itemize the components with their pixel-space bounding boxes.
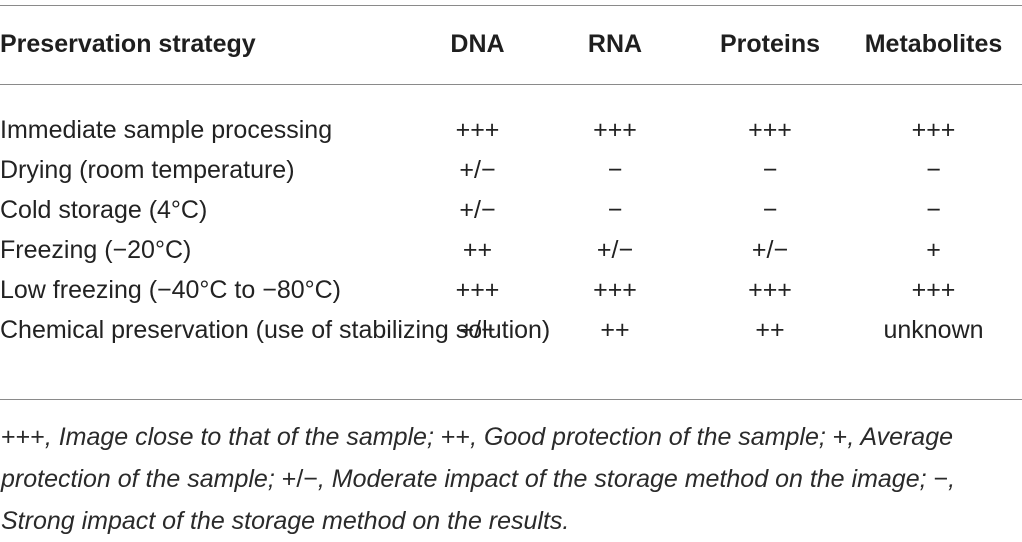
rna-cell: +/− xyxy=(596,236,634,264)
footnote-symbol: +++ xyxy=(1,423,45,451)
header-rna: RNA xyxy=(587,30,643,58)
rna-cell: +++ xyxy=(593,276,637,304)
footnote-text: , Strong impact of the storage method on… xyxy=(1,465,956,535)
table-row: Freezing (−20°C) ++ +/− +/− + xyxy=(0,230,1022,270)
table-row: Cold storage (4°C) +/− − − − xyxy=(0,190,1022,230)
strategy-cell: Low freezing (−40°C to −80°C) xyxy=(0,276,342,304)
footnote-symbol: + xyxy=(832,423,848,451)
metabolites-cell: +++ xyxy=(911,276,956,304)
metabolites-cell: − xyxy=(926,196,941,224)
proteins-cell: ++ xyxy=(755,316,785,344)
header-dna: DNA xyxy=(450,30,505,58)
footnote-text: , Moderate impact of the storage method … xyxy=(317,465,934,493)
metabolites-cell: unknown xyxy=(883,316,984,344)
strategy-cell: Cold storage (4°C) xyxy=(0,196,208,224)
dna-cell: ++ xyxy=(462,236,493,264)
rna-cell: − xyxy=(607,156,623,184)
header-strategy: Preservation strategy xyxy=(0,30,256,58)
table-row: Immediate sample processing +++ +++ +++ … xyxy=(0,110,1022,150)
footnote-symbol: − xyxy=(933,465,949,493)
header-proteins: Proteins xyxy=(719,30,821,58)
proteins-cell: +++ xyxy=(748,116,792,144)
metabolites-cell: − xyxy=(926,156,941,184)
table-footnote: +++, Image close to that of the sample; … xyxy=(1,416,1019,542)
metabolites-cell: +++ xyxy=(911,116,956,144)
dna-cell: +++ xyxy=(455,116,500,144)
top-rule xyxy=(0,5,1022,6)
footnote-text: , Good protection of the sample; xyxy=(470,423,833,451)
header-rule xyxy=(0,84,1022,85)
rna-cell: − xyxy=(607,196,623,224)
spacer-cell xyxy=(0,86,1022,110)
footnote-text: , Image close to that of the sample; xyxy=(44,423,441,451)
proteins-cell: +++ xyxy=(748,276,792,304)
dna-cell: +/− xyxy=(459,156,496,184)
rna-cell: ++ xyxy=(600,316,630,344)
strategy-cell: Immediate sample processing xyxy=(0,116,333,144)
strategy-cell: Freezing (−20°C) xyxy=(0,236,192,264)
table-header-row: Preservation strategy DNA RNA Proteins M… xyxy=(0,0,1022,86)
rna-cell: +++ xyxy=(593,116,637,144)
dna-cell: +++ xyxy=(455,276,500,304)
footnote-text: , Average protection of the sample; xyxy=(1,423,954,493)
metabolites-cell: + xyxy=(926,236,941,264)
footnote-symbol: ++ xyxy=(440,423,471,451)
table-row: Low freezing (−40°C to −80°C) +++ +++ ++… xyxy=(0,270,1022,310)
strategy-cell: Chemical preservation (use of stabilizin… xyxy=(0,316,551,344)
strategy-cell: Drying (room temperature) xyxy=(0,156,295,184)
header-metabolites: Metabolites xyxy=(864,30,1003,58)
bottom-rule xyxy=(0,399,1022,400)
proteins-cell: − xyxy=(762,156,778,184)
footnote-symbol: +/− xyxy=(281,465,318,493)
dna-cell: +/− xyxy=(459,196,496,224)
proteins-cell: +/− xyxy=(751,236,789,264)
header-gap xyxy=(0,86,1022,110)
table-row: Drying (room temperature) +/− − − − xyxy=(0,150,1022,190)
proteins-cell: − xyxy=(762,196,778,224)
dna-cell: +/− xyxy=(459,316,496,344)
table-row: Chemical preservation (use of stabilizin… xyxy=(0,310,1022,390)
preservation-table: Preservation strategy DNA RNA Proteins M… xyxy=(0,0,1022,390)
